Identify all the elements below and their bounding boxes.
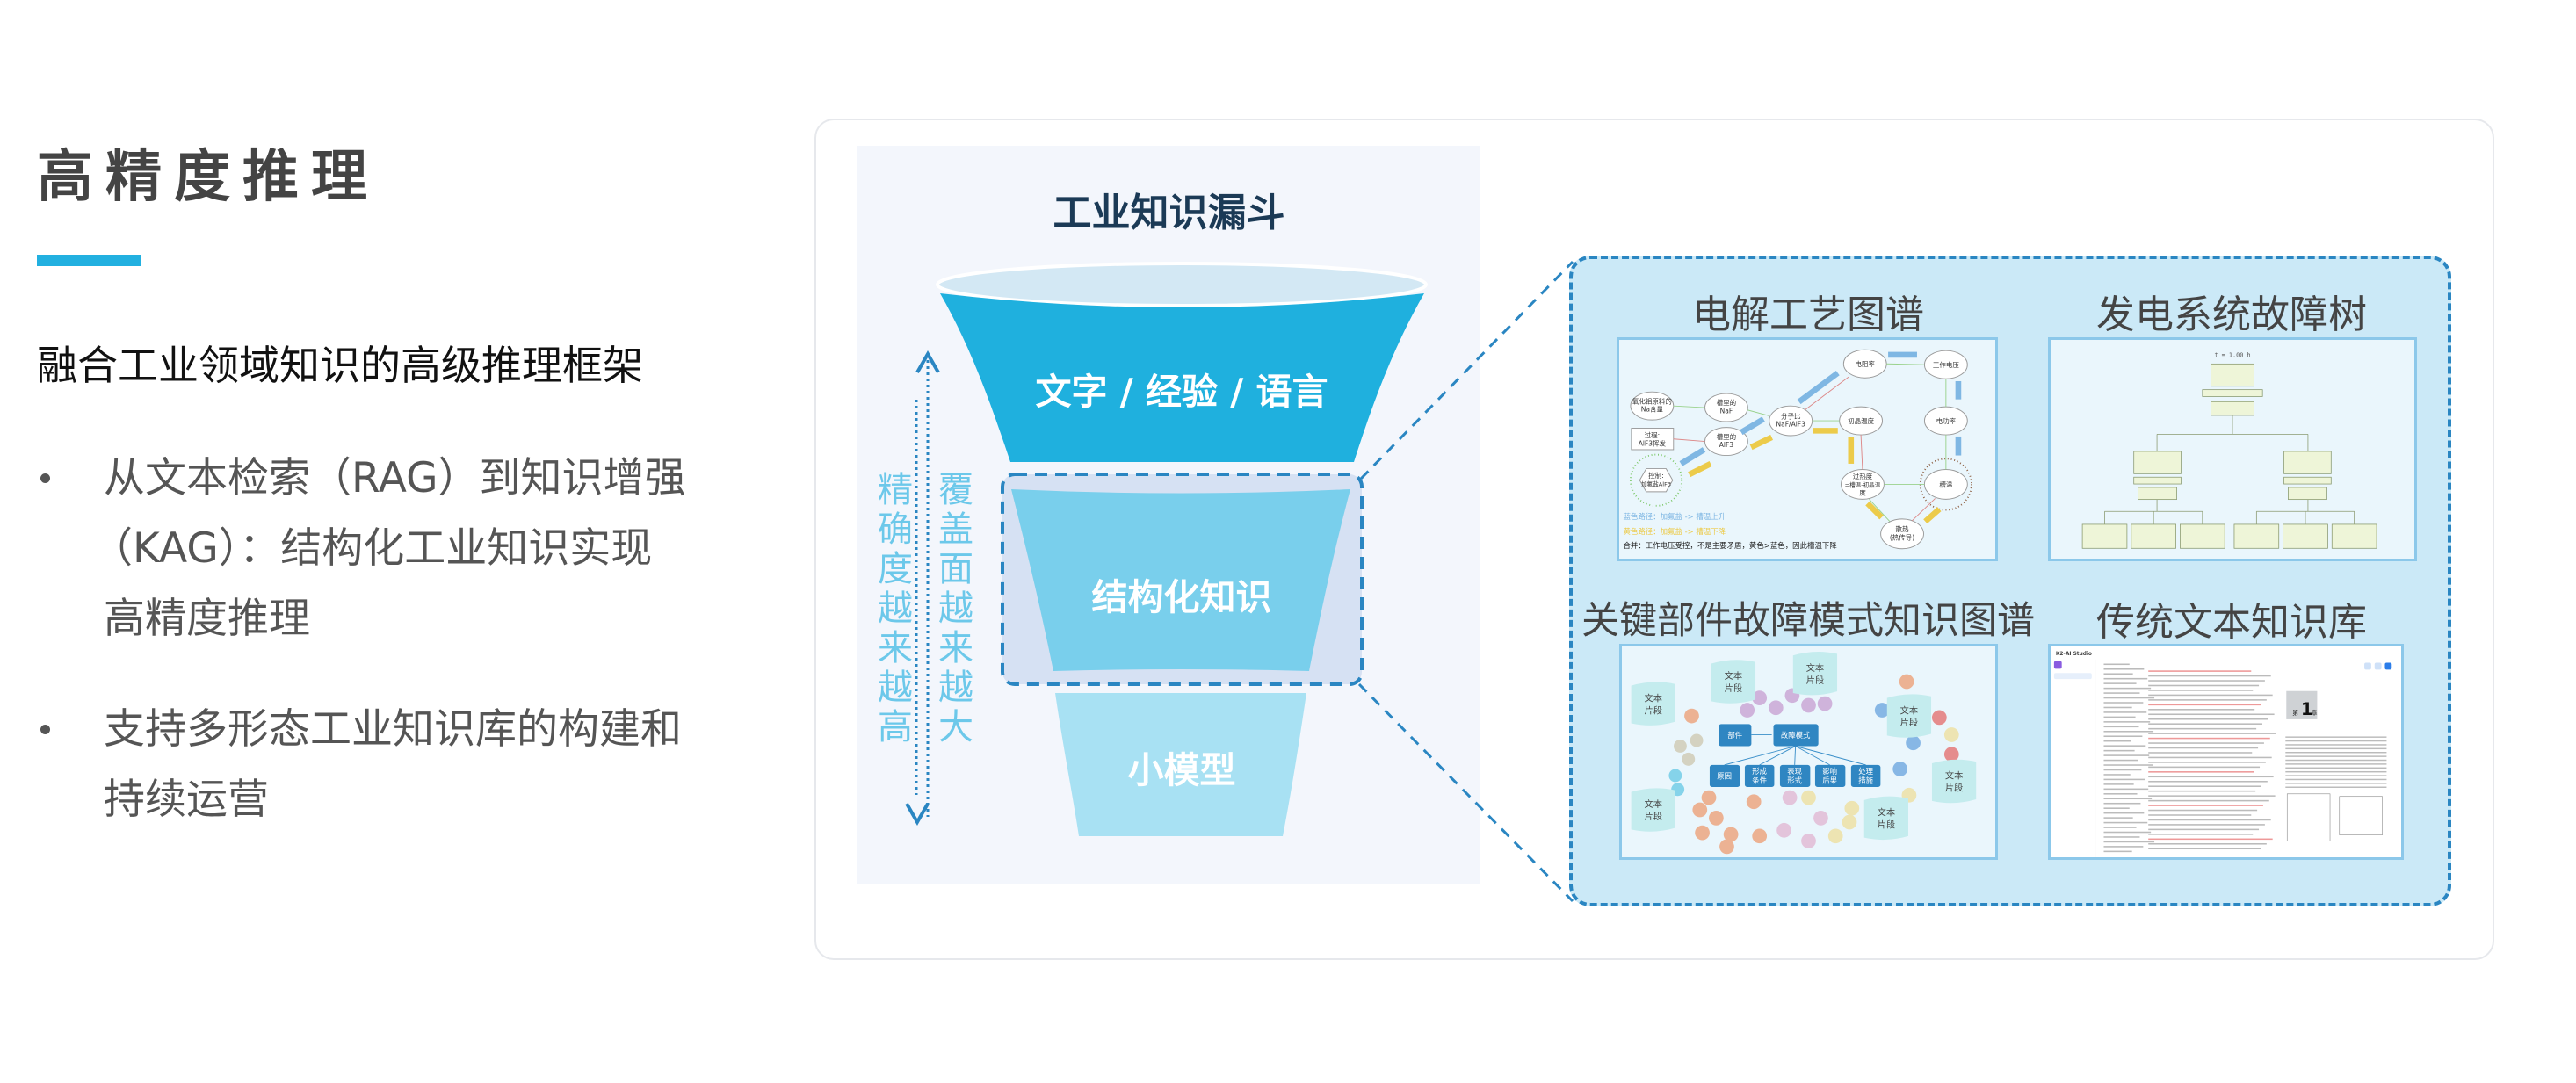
- svg-text:槽里的: 槽里的: [1717, 398, 1737, 407]
- svg-text:措施: 措施: [1858, 776, 1873, 784]
- svg-text:文本: 文本: [1945, 770, 1963, 782]
- bullet-line: 支持多形态工业知识库的构建和: [104, 705, 682, 754]
- svg-text:AlF3挥发: AlF3挥发: [1639, 438, 1667, 447]
- legend-yellow: 黄色路径：加氟盐 -> 槽温下降: [1623, 527, 1726, 536]
- fault-tree-time: t = 1.00 h: [2214, 352, 2250, 359]
- svg-text:片段: 片段: [1900, 717, 1918, 728]
- svg-text:片段: 片段: [1878, 819, 1895, 831]
- funnel-layer-label: 文字 / 经验 / 语言: [1035, 371, 1328, 413]
- funnel-layer-middle: [1011, 489, 1350, 671]
- svg-text:电阻率: 电阻率: [1856, 359, 1876, 368]
- legend-blue: 蓝色路径：加氟盐 -> 槽温上升: [1623, 512, 1726, 521]
- svg-text:文本: 文本: [1900, 704, 1918, 716]
- svg-text:片段: 片段: [1725, 682, 1742, 694]
- bullet-dot: [40, 725, 50, 734]
- svg-text:部件: 部件: [1727, 731, 1742, 740]
- fault-tree-thumbnail: t = 1.00 h: [2048, 337, 2417, 561]
- funnel-layer-bottom: [1055, 693, 1306, 836]
- subtitle: 融合工业领域知识的高级推理框架: [37, 342, 643, 389]
- title-underline: [37, 255, 141, 266]
- svg-text:表现: 表现: [1787, 767, 1802, 776]
- funnel-layer-top: [940, 293, 1424, 462]
- svg-text:片段: 片段: [1806, 675, 1824, 686]
- svg-text:1: 1: [2301, 699, 2313, 719]
- arrow-down-icon: [905, 803, 930, 827]
- svg-text:Na含量: Na含量: [1641, 405, 1664, 414]
- svg-text:片段: 片段: [1645, 811, 1662, 822]
- bullet-item: 从文本检索（RAG）到知识增强 （KAG）：结构化工业知识实现 高精度推理: [37, 444, 722, 654]
- panel-title: 电解工艺图谱: [1692, 292, 1924, 337]
- svg-text:初晶温度: 初晶温度: [1848, 416, 1874, 425]
- legend-merge: 合并：工作电压受控，不是主要矛盾，黄色>蓝色，因此槽温下降: [1623, 541, 1837, 550]
- svg-text:散热: 散热: [1896, 524, 1910, 533]
- svg-text:文本: 文本: [1645, 692, 1662, 704]
- svg-text:电功率: 电功率: [1936, 416, 1957, 425]
- svg-text:条件: 条件: [1752, 776, 1767, 784]
- svg-text:槽温: 槽温: [1939, 480, 1952, 488]
- svg-text:后果: 后果: [1822, 776, 1837, 784]
- svg-text:故障模式: 故障模式: [1781, 731, 1811, 740]
- connector-line: [1357, 682, 1574, 903]
- connector-line: [1359, 260, 1574, 480]
- svg-text:加氟盐AlF3: 加氟盐AlF3: [1641, 480, 1671, 487]
- arrow-up-icon: [915, 350, 940, 373]
- funnel-layer-label: 结构化知识: [1091, 576, 1272, 618]
- svg-text:槽里的: 槽里的: [1717, 432, 1737, 441]
- svg-text:文本: 文本: [1645, 798, 1662, 810]
- bullet-item: 支持多形态工业知识库的构建和 持续运营: [37, 695, 722, 835]
- svg-text:片段: 片段: [1945, 783, 1963, 794]
- panel-title: 关键部件故障模式知识图谱: [1581, 599, 2035, 643]
- svg-text:控制:: 控制:: [1648, 471, 1664, 480]
- svg-text:章: 章: [2312, 709, 2318, 717]
- bullet-line: 高精度推理: [104, 595, 310, 643]
- svg-text:(热传导): (热传导): [1890, 532, 1914, 541]
- svg-text:片段: 片段: [1645, 704, 1662, 716]
- svg-text:=槽温-初晶温: =槽温-初晶温: [1845, 480, 1881, 488]
- chapter-label: 第: [2292, 709, 2298, 717]
- precision-axis-label: 精确度越来越高: [872, 471, 912, 747]
- svg-text:NaF/AlF3: NaF/AlF3: [1776, 421, 1806, 429]
- app-name: K2-AI Studio: [2056, 652, 2092, 657]
- svg-text:NaF: NaF: [1720, 408, 1733, 415]
- svg-text:AlF3: AlF3: [1719, 441, 1734, 449]
- svg-text:影响: 影响: [1822, 767, 1837, 776]
- svg-text:分子比: 分子比: [1781, 411, 1801, 420]
- panel-title: 传统文本知识库: [2096, 600, 2367, 645]
- svg-text:工作电压: 工作电压: [1933, 360, 1959, 369]
- funnel-rim: [936, 262, 1428, 307]
- svg-text:原因: 原因: [1717, 772, 1732, 781]
- svg-text:形式: 形式: [1787, 776, 1802, 784]
- svg-text:过热度: 过热度: [1853, 472, 1873, 480]
- coverage-axis-label: 覆盖面越来越大: [932, 471, 973, 747]
- svg-text:氧化铝原料的: 氧化铝原料的: [1632, 396, 1672, 405]
- fault-mode-graph-thumbnail: 部件故障模式 原因 形成条件 表现形式 影响后果 处理措施 文本片段文本片段文本…: [1619, 644, 1998, 860]
- funnel-layer-label: 小模型: [1127, 749, 1236, 791]
- bullet-dot: [40, 473, 50, 483]
- bullet-list: 从文本检索（RAG）到知识增强 （KAG）：结构化工业知识实现 高精度推理 支持…: [37, 444, 722, 876]
- bullet-line: （KAG）：结构化工业知识实现: [91, 524, 653, 573]
- svg-text:度: 度: [1859, 488, 1866, 497]
- svg-text:处理: 处理: [1858, 767, 1873, 776]
- svg-text:文本: 文本: [1725, 670, 1742, 682]
- text-kb-thumbnail: K2-AI Studio 第 1 章: [2048, 644, 2404, 860]
- svg-text:过程:: 过程:: [1645, 430, 1661, 439]
- funnel-title: 工业知识漏斗: [1053, 191, 1285, 235]
- bullet-line: 从文本检索（RAG）到知识增强: [104, 454, 686, 502]
- bullet-line: 持续运营: [104, 776, 269, 824]
- svg-text:文本: 文本: [1878, 807, 1895, 819]
- panel-title: 发电系统故障树: [2096, 292, 2367, 337]
- svg-text:文本: 文本: [1806, 662, 1824, 674]
- svg-text:形成: 形成: [1752, 767, 1767, 776]
- page-title: 高精度推理: [37, 145, 380, 210]
